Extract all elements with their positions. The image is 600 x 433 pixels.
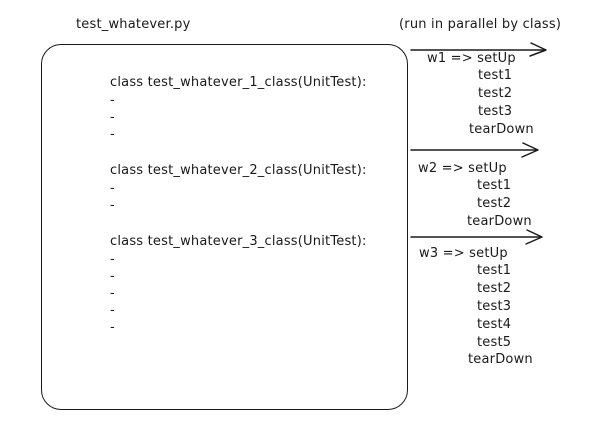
worker-step: test3: [477, 299, 512, 314]
class-declaration: class test_whatever_2_class(UnitTest):: [110, 163, 367, 178]
class-body-line: -: [110, 269, 115, 284]
worker-step: test1: [477, 178, 512, 193]
file-title: test_whatever.py: [76, 17, 191, 32]
class-body-line: -: [110, 110, 115, 125]
class-body-line: -: [110, 286, 115, 301]
class-declaration: class test_whatever_3_class(UnitTest):: [110, 234, 367, 249]
worker-step: test1: [477, 263, 512, 278]
worker-step: tearDown: [467, 214, 532, 229]
class-body-line: -: [110, 181, 115, 196]
worker-label: w1 => setUp: [427, 51, 516, 66]
class-body-line: -: [110, 303, 115, 318]
class-body-line: -: [110, 93, 115, 108]
worker-step: test2: [478, 86, 513, 101]
class-body-line: -: [110, 127, 115, 142]
arrow-head: [521, 142, 539, 158]
class-body-line: -: [110, 320, 115, 335]
worker-step: tearDown: [468, 352, 533, 367]
file-box: [41, 44, 408, 410]
arrow-head: [529, 42, 547, 57]
worker-step: test2: [477, 281, 512, 296]
class-body-line: -: [110, 252, 115, 267]
worker-label: w2 => setUp: [418, 161, 507, 176]
worker-step: test5: [477, 335, 512, 350]
worker-step: test3: [478, 104, 513, 119]
worker-label: w3 => setUp: [419, 246, 508, 261]
worker-step: tearDown: [469, 122, 534, 137]
class-declaration: class test_whatever_1_class(UnitTest):: [110, 75, 367, 90]
worker-step: test1: [478, 68, 513, 83]
worker-step: test2: [477, 196, 512, 211]
worker-step: test4: [477, 317, 512, 332]
parallel-note: (run in parallel by class): [399, 17, 562, 32]
arrow-head: [525, 229, 543, 245]
class-body-line: -: [110, 198, 115, 213]
